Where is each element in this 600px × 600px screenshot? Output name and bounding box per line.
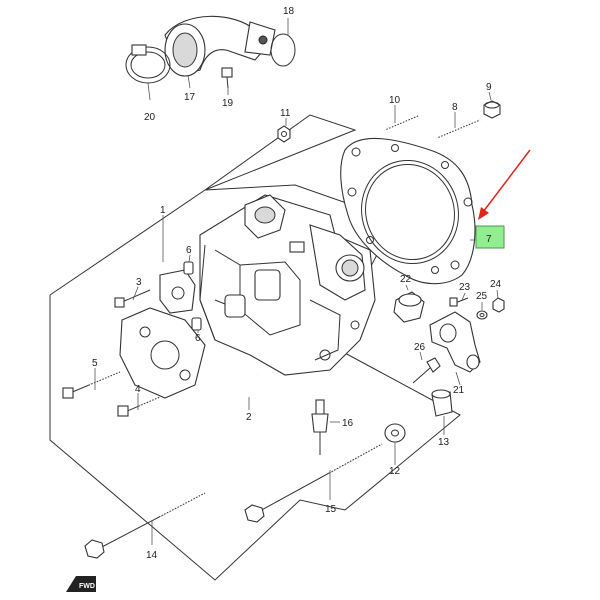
camshaft-holder-upper [159,269,196,314]
dowel-pin-6b [191,317,202,331]
label-part-12: 12 [389,466,401,477]
stud-8 [436,119,481,139]
label-part-2: 2 [246,412,252,423]
leader-lines [94,18,499,545]
bolt-15 [244,443,383,523]
dowel-pin-6a [183,261,194,275]
intake-pipe [164,15,276,77]
label-part-5: 5 [92,358,98,369]
label-part-6a: 6 [186,245,192,256]
nut-9 [483,100,501,119]
thermostat-cap-22 [393,291,425,323]
label-part-17: 17 [184,92,196,103]
bolt-23 [449,297,469,307]
camshaft-holder-lower [119,307,206,399]
part-7-highlight [475,225,505,249]
label-part-4: 4 [135,384,141,395]
label-part-22: 22 [400,274,412,285]
bolt-14 [84,492,206,559]
label-part-13: 13 [438,437,450,448]
label-part-7: 7 [486,234,492,245]
label-part-9: 9 [486,82,492,93]
label-part-6b: 6 [195,333,201,344]
label-part-3: 3 [136,277,142,288]
assembly-boundary [49,184,461,581]
nut-11 [277,125,291,143]
label-part-18: 18 [283,6,295,17]
label-part-23: 23 [459,282,471,293]
label-part-21: 21 [453,385,465,396]
pin-2 [239,372,259,392]
bolt-3 [114,289,151,308]
bolt-19 [221,67,233,89]
label-part-20: 20 [144,112,156,123]
o-ring [270,33,296,67]
label-part-25: 25 [476,291,488,302]
label-part-14: 14 [146,550,158,561]
washer-25 [476,310,488,320]
label-part-19: 19 [222,98,234,109]
stud-10 [384,115,419,131]
cylinder-head-gasket [340,137,476,285]
red-arrow [478,149,531,220]
bolt-4 [117,396,161,417]
label-part-10: 10 [389,95,401,106]
bolt-5 [62,371,121,399]
label-part-1: 1 [160,205,166,216]
cylinder-head [199,194,376,376]
label-part-24: 24 [490,279,502,290]
bush-13 [431,389,453,417]
label-part-8: 8 [452,102,458,113]
fwd-direction-badge: FWD [66,576,96,592]
label-part-26: 26 [414,342,426,353]
spark-plug [311,399,329,455]
water-outlet-21 [429,311,481,373]
hose-clamp [125,44,171,84]
washer-12 [384,423,406,443]
fwd-badge-text: FWD [79,583,95,590]
temp-sensor-26 [412,357,441,384]
nut-24 [492,297,505,313]
assembly-outline [204,114,357,191]
label-part-11: 11 [280,108,291,119]
label-part-15: 15 [325,504,337,515]
label-part-16: 16 [342,418,354,429]
